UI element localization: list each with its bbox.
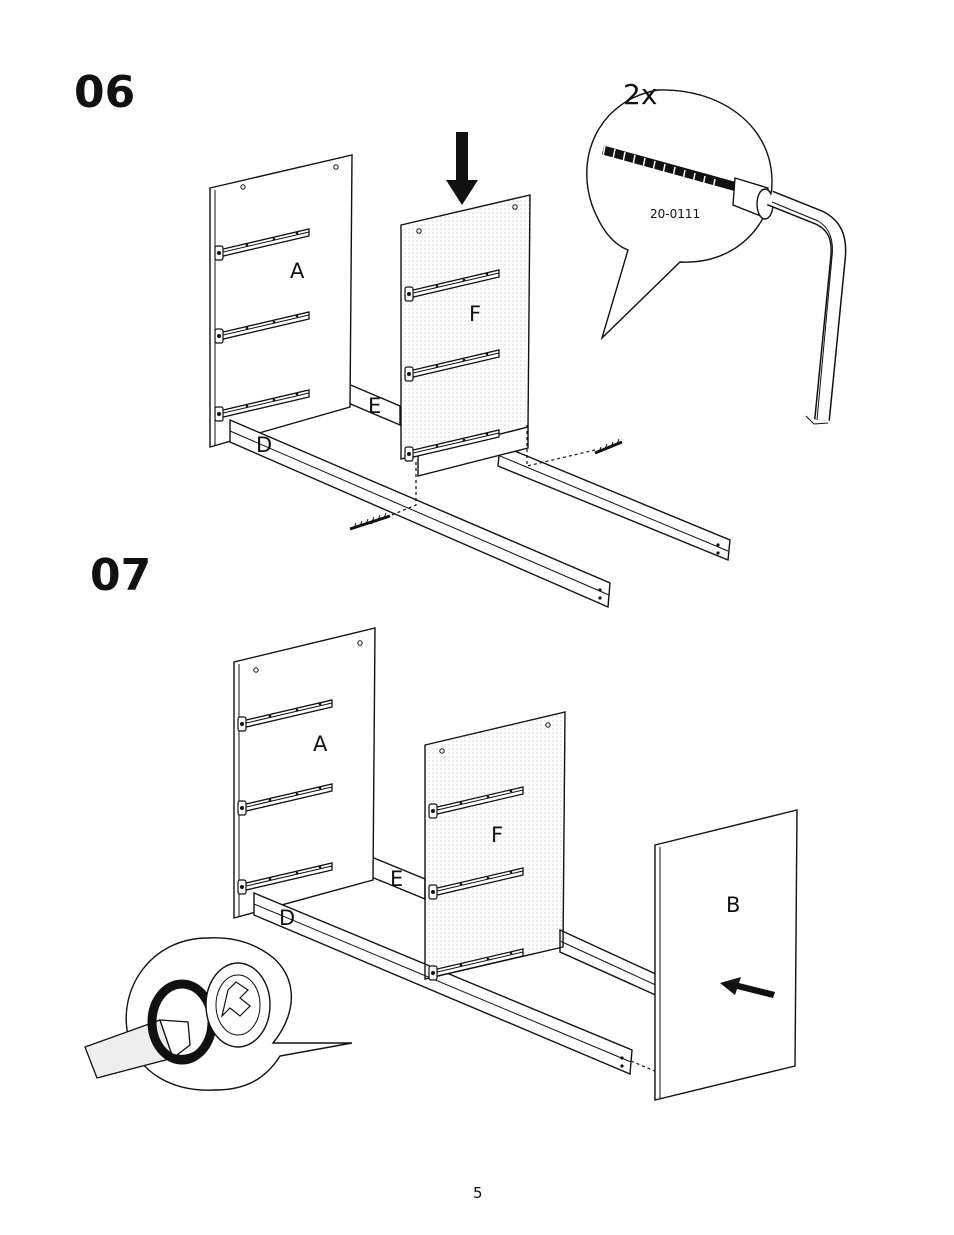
panel-f: F — [425, 712, 565, 980]
screw-icon — [350, 513, 390, 529]
cam-lock-detail — [85, 938, 352, 1090]
detail-callout: 2x 20-0111 — [587, 78, 839, 424]
panel-e: E — [346, 383, 400, 425]
page-number: 5 — [473, 1184, 483, 1202]
part-label-e: E — [368, 394, 381, 418]
panel-a: A — [210, 155, 352, 447]
step-number: 06 — [74, 67, 135, 118]
part-label-f: F — [469, 302, 481, 326]
panel-e: E — [369, 856, 425, 899]
quantity-label: 2x — [623, 78, 657, 111]
part-label-d: D — [256, 433, 272, 457]
hex-key-icon — [770, 198, 838, 424]
part-label-d: D — [279, 906, 295, 930]
side-rail-back — [560, 930, 660, 997]
part-code: 20-0111 — [650, 207, 700, 221]
step-07: 07 E A D — [85, 550, 797, 1100]
guide-line — [631, 1061, 657, 1072]
screw-icon — [595, 439, 622, 453]
step-number: 07 — [90, 550, 151, 601]
arrow-down-icon — [446, 132, 478, 205]
part-label-f: F — [491, 823, 503, 847]
part-label-e: E — [390, 867, 403, 891]
panel-b: B — [655, 810, 797, 1100]
step-06: 06 E A D — [74, 67, 838, 607]
panel-a: A — [234, 628, 375, 918]
panel-f: F — [401, 195, 530, 476]
part-label-b: B — [726, 893, 740, 917]
part-label-a: A — [313, 732, 328, 756]
part-label-a: A — [290, 259, 305, 283]
side-rail-back — [498, 445, 730, 560]
